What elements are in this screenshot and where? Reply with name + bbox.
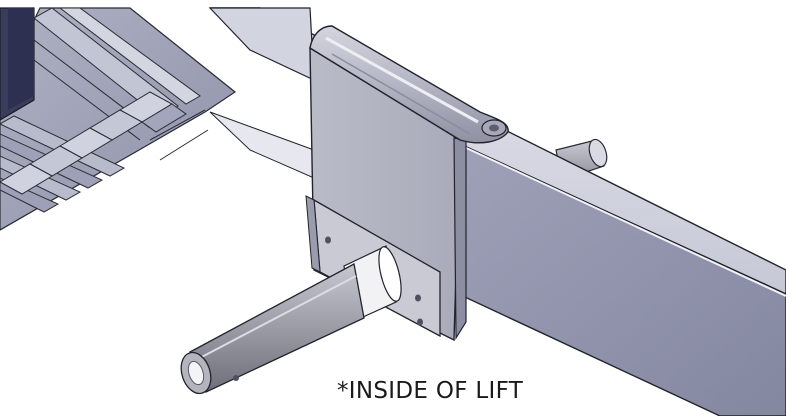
bolt-hole [417,318,423,326]
rear-pin [555,138,608,181]
bolt-hole [415,294,421,302]
rail-track-assembly [0,7,237,231]
pin-hole [233,375,239,381]
caption: *INSIDE OF LIFT [337,378,524,404]
front-pin [180,263,365,395]
bolt-hole [325,236,331,244]
